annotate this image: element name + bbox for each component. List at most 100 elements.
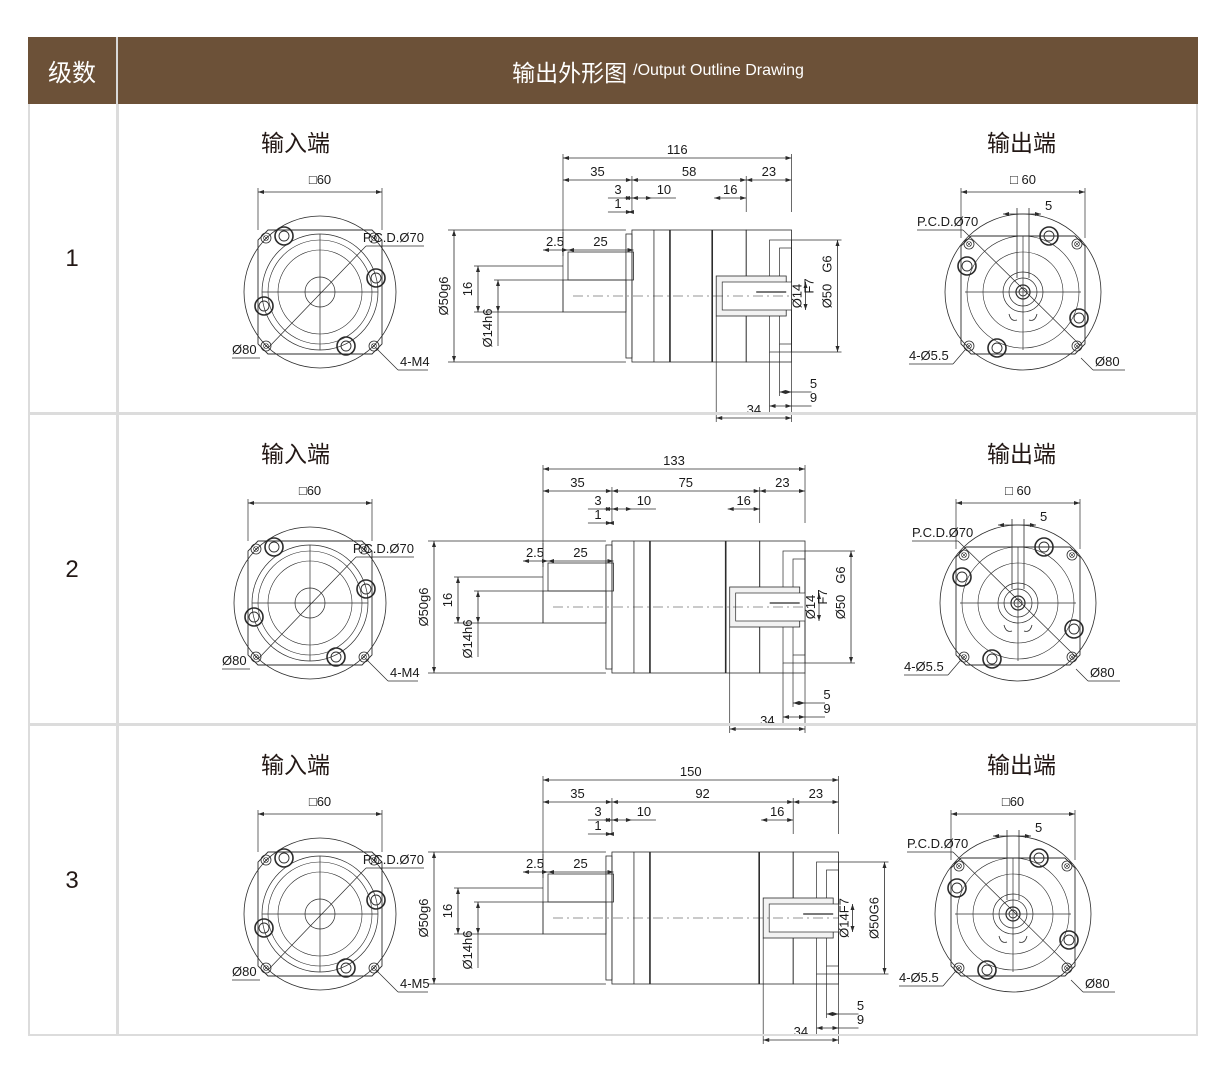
pcd-label: P.C.D.Ø70 [363,852,424,867]
hole-cross [253,546,259,552]
bolt-hole [1063,934,1075,946]
mounting-hole [958,651,970,663]
arrowhead [366,501,372,505]
output-od-tolerance: G6 [820,255,835,272]
dimension-3-label: 3 [594,493,601,508]
bolt-hole [1068,623,1080,635]
hole-cross [371,235,377,241]
dimension-1-label: 1 [594,818,601,833]
dimension-25-label: 25 [573,545,587,560]
arrowhead [785,390,792,394]
arrowhead [432,667,436,673]
arrowhead [816,1026,823,1030]
holes-leader [942,971,956,987]
header-title: 输出外形图 /Output Outline Drawing [118,37,1198,104]
arrowhead [740,196,747,200]
mounting-holes-label: 4-Ø5.5 [909,348,949,363]
arrowhead [850,926,855,932]
dimension-10-label: 10 [637,804,651,819]
bolt-hole [278,230,290,242]
bolt-counterbore [947,878,967,898]
arrowhead [785,416,792,420]
bolt-counterbore [336,958,356,978]
mounting-hole-inner [263,235,269,241]
square-dimension-label: □ 60 [1005,483,1031,498]
arrowhead [769,404,776,408]
mounting-hole [250,651,262,663]
arrowhead [452,356,456,362]
arrowhead [740,178,747,182]
bolt-counterbore [366,268,386,288]
holes-leader [375,347,399,371]
arrowhead [727,507,734,511]
mounting-hole-inner [263,343,269,349]
input-shaft-key [547,562,614,592]
arrowhead [785,178,792,182]
arrowhead [817,615,822,621]
arrowhead [248,501,254,505]
mounting-hole [358,543,370,555]
hole-cross [361,546,367,552]
arrowhead [1030,523,1036,527]
arrowhead [787,818,794,822]
input-end-title: 输入端 [261,441,330,467]
mounting-hole-inner [956,965,962,971]
arrowhead [456,577,460,583]
output-bore-tolerance: F7 [802,278,817,293]
output-end-title: 输出端 [987,130,1056,156]
dimension-5-label: 5 [857,998,864,1013]
pcd-label: P.C.D.Ø70 [363,230,424,245]
shaft-key-label: 16 [460,282,475,296]
bolt-counterbore [254,296,274,316]
body-length-label: 58 [682,164,696,179]
holes-leader [375,969,399,993]
mounting-hole-inner [371,857,377,863]
arrowhead [882,968,887,974]
bolt-hole [956,571,968,583]
arrowhead [817,593,822,599]
shaft-diameter-label: Ø14h6 [460,930,475,969]
arrowhead [562,248,568,252]
mounting-hole-inner [263,965,269,971]
body-length-label: 92 [695,786,709,801]
total-length-label: 133 [663,453,685,468]
bolt-hole [961,260,973,272]
arrowhead [611,818,618,822]
mounting-hole-inner [961,654,967,660]
bolt-counterbore [274,226,294,246]
bolt-hole [340,962,352,974]
hole-cross [1069,552,1075,558]
mounting-hole [368,340,380,352]
input-end-title: 输入端 [261,130,330,156]
hole-cross [263,857,269,863]
arrowhead [645,196,652,200]
diameter-leader [1075,668,1089,682]
bolt-counterbore [336,336,356,356]
arrowhead [779,390,786,394]
mounting-hole-inner [371,965,377,971]
arrowhead [476,902,480,908]
arrowhead [452,230,456,236]
arrowhead [476,928,480,934]
mounting-hole [368,962,380,974]
mounting-hole-inner [1069,552,1075,558]
mounting-hole [1071,238,1083,250]
bolt-hole [1043,230,1055,242]
arrowhead [476,266,480,272]
total-length-label: 116 [667,142,688,157]
hole-cross [956,965,962,971]
bolt-counterbore [326,647,346,667]
hole-cross [371,857,377,863]
bolt-hole [1038,541,1050,553]
arrowhead [543,800,549,804]
arrowhead [376,190,382,194]
mounting-hole-inner [956,863,962,869]
output-bore-label: Ø14 [803,595,818,620]
bolt-counterbore [1059,930,1079,950]
arrowhead [476,591,480,597]
arrowhead [607,870,614,874]
